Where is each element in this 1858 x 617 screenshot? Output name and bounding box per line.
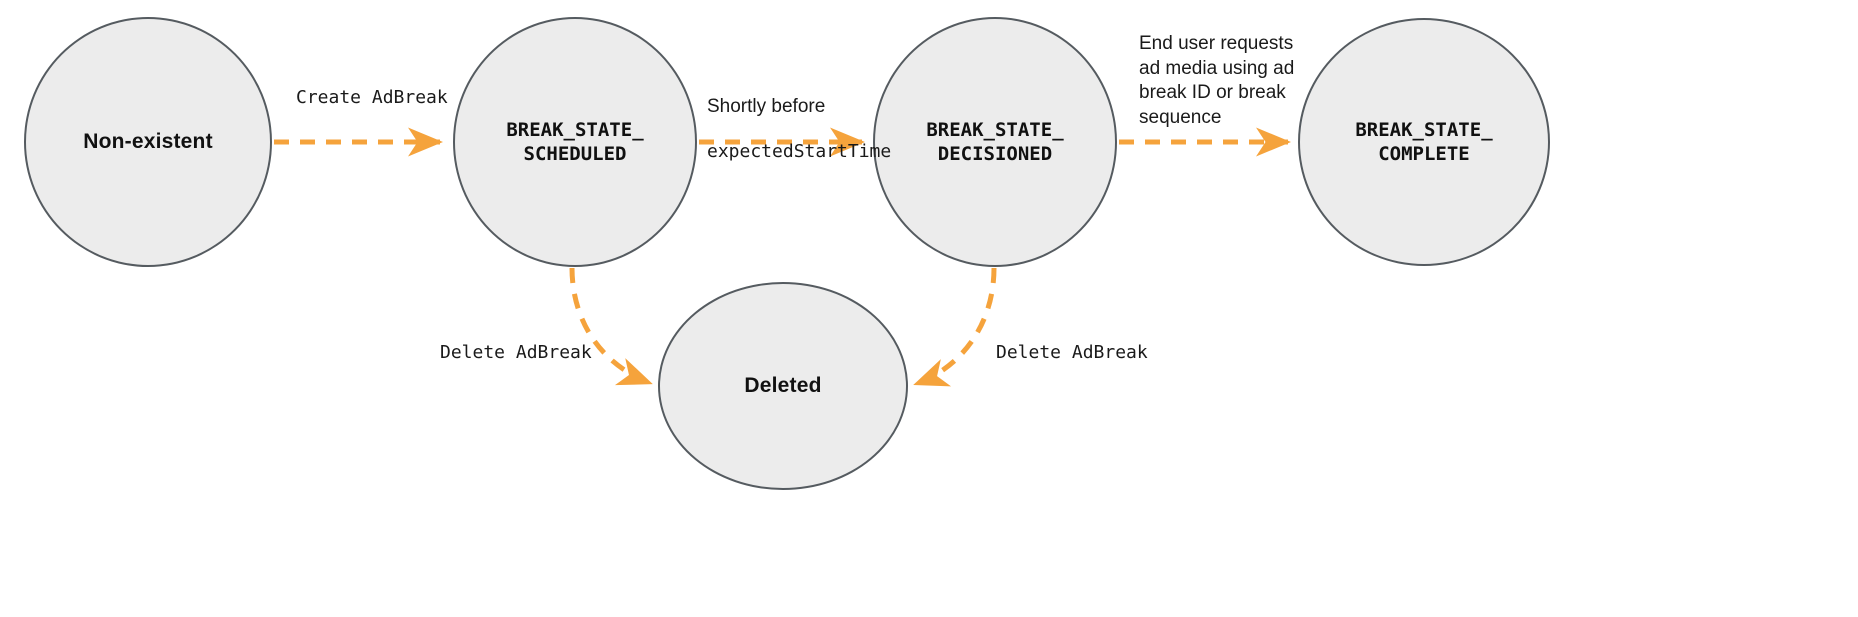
edge-delete-adbreak-from-scheduled xyxy=(569,267,653,386)
edge-label-line-2: expectedStartTime xyxy=(707,141,892,163)
edge-label-create-adbreak: Create AdBreak xyxy=(296,87,448,108)
edge-delete-adbreak-from-decisioned xyxy=(913,267,997,387)
node-break-state-scheduled[interactable]: BREAK_STATE_ SCHEDULED xyxy=(453,17,697,267)
node-deleted-label: Deleted xyxy=(744,373,822,397)
node-break-state-complete[interactable]: BREAK_STATE_ COMPLETE xyxy=(1298,18,1550,266)
node-non-existent[interactable]: Non-existent xyxy=(24,17,272,267)
edge-label-delete-adbreak-from-scheduled: Delete AdBreak xyxy=(440,342,592,363)
edge-label-shortly-before-expected-start-time: Shortly before expectedStartTime xyxy=(707,74,891,184)
node-deleted[interactable]: Deleted xyxy=(658,282,908,490)
node-break-state-decisioned-label: BREAK_STATE_ DECISIONED xyxy=(926,118,1064,165)
edge-label-delete-adbreak-from-decisioned: Delete AdBreak xyxy=(996,342,1148,363)
node-non-existent-label: Non-existent xyxy=(83,129,213,153)
node-break-state-scheduled-label: BREAK_STATE_ SCHEDULED xyxy=(506,118,644,165)
edge-label-end-user-requests-ad-media: End user requests ad media using ad brea… xyxy=(1139,33,1295,129)
edge-label-line-1: Shortly before xyxy=(707,95,826,117)
node-break-state-decisioned[interactable]: BREAK_STATE_ DECISIONED xyxy=(873,17,1117,267)
node-break-state-complete-label: BREAK_STATE_ COMPLETE xyxy=(1355,118,1493,165)
